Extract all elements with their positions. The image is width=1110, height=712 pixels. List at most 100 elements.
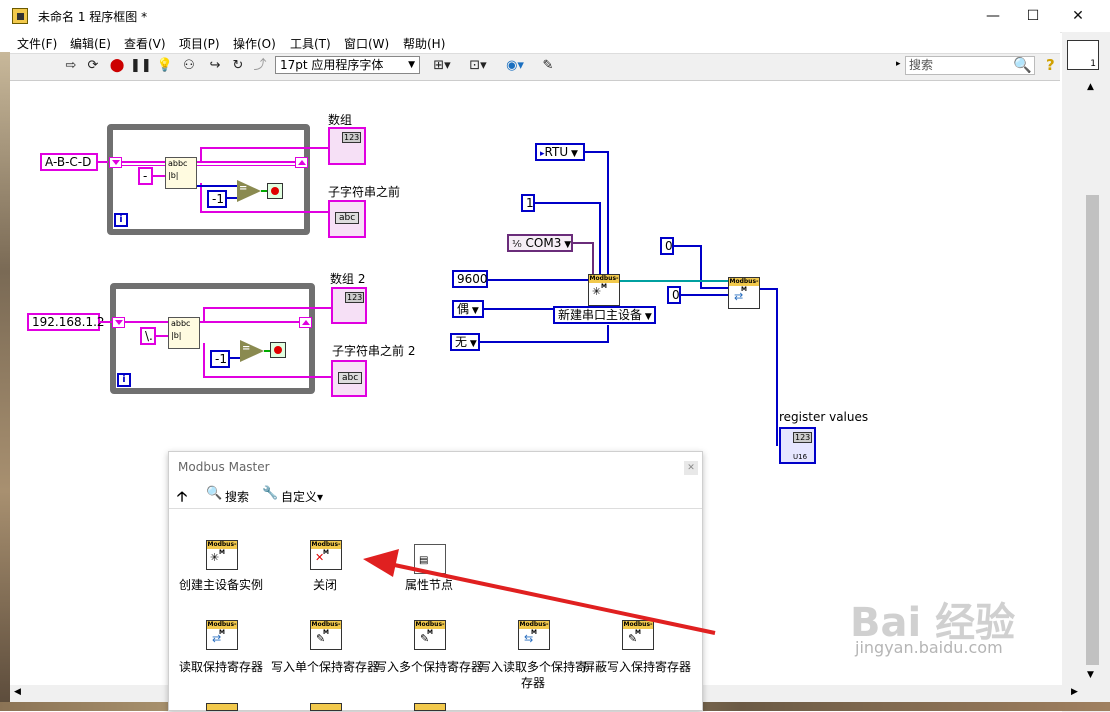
up-arrow-icon[interactable]: 🡡 bbox=[177, 489, 188, 505]
labview-app-icon[interactable] bbox=[12, 8, 28, 24]
visa-resource-com3[interactable]: ⅟₀ COM3 ▼ bbox=[507, 234, 573, 252]
minimize-button[interactable]: — bbox=[986, 8, 1000, 24]
maximize-button[interactable]: ☐ bbox=[1026, 8, 1040, 24]
match-pattern-node[interactable]: abbc |b| bbox=[165, 157, 197, 189]
create-master-node[interactable]: Modbus-M ✳ bbox=[588, 274, 620, 306]
menu-window[interactable]: 窗口(W) bbox=[344, 37, 390, 51]
menu-tools[interactable]: 工具(T) bbox=[290, 37, 331, 51]
string-constant-abcd[interactable]: A-B-C-D bbox=[40, 153, 98, 171]
property-node-icon: ▤ bbox=[419, 555, 429, 566]
align-objects-icon[interactable]: ⊞▾ bbox=[433, 58, 451, 73]
new-serial-master-selector[interactable]: 新建串口主设备 ▼ bbox=[553, 306, 656, 324]
palette-item-mask-write[interactable]: 屏蔽写入保持寄存器 bbox=[582, 660, 691, 674]
mode-ring-rtu[interactable]: ▸RTU ▼ bbox=[535, 143, 585, 161]
read-holding-palette-icon[interactable]: Modbus-M ⇄ bbox=[206, 620, 238, 650]
match-pattern-node[interactable]: abbc |b| bbox=[168, 317, 200, 349]
annotation-arrow bbox=[363, 549, 716, 635]
delimiter-constant[interactable]: - bbox=[138, 167, 153, 185]
read-holding-registers-node[interactable]: Modbus-M ⇄ bbox=[728, 277, 760, 309]
register-values-indicator[interactable]: 123 U16 bbox=[779, 427, 816, 464]
search-icon[interactable]: 🔍 bbox=[1013, 56, 1032, 74]
create-master-palette-icon[interactable]: Modbus-M ✳ bbox=[206, 540, 238, 570]
loop-2-iteration-terminal: i bbox=[117, 373, 131, 387]
flow-control-ring[interactable]: 无 ▼ bbox=[450, 333, 480, 351]
string-indicator-2[interactable]: abc bbox=[331, 360, 367, 397]
palette-close-icon[interactable]: ✕ bbox=[684, 461, 698, 475]
scroll-right-icon[interactable]: ▶ bbox=[1071, 687, 1078, 697]
help-icon[interactable]: ? bbox=[1046, 56, 1055, 74]
wire bbox=[607, 151, 609, 277]
read-write-multiple-palette-icon[interactable]: Modbus-M ⇆ bbox=[518, 620, 550, 650]
palette-next-row-icon[interactable] bbox=[414, 703, 446, 711]
array-indicator-1[interactable]: 123 bbox=[328, 127, 366, 165]
run-arrow-icon[interactable]: ⇨ bbox=[65, 58, 77, 73]
wire bbox=[585, 151, 608, 153]
menu-view[interactable]: 查看(V) bbox=[124, 37, 166, 51]
slave-address-constant[interactable]: 1 bbox=[521, 194, 535, 212]
close-button[interactable]: ✕ bbox=[1072, 8, 1084, 24]
equal-glyph: = bbox=[242, 343, 251, 354]
array-indicator-2[interactable]: 123 bbox=[331, 287, 367, 324]
menu-operate[interactable]: 操作(O) bbox=[233, 37, 276, 51]
equal-node[interactable] bbox=[237, 180, 261, 202]
palette-next-row-icon[interactable] bbox=[310, 703, 342, 711]
write-multiple-palette-icon[interactable]: Modbus-M ✎ bbox=[414, 620, 446, 650]
numeric-constant-neg1[interactable]: -1 bbox=[210, 350, 230, 368]
chevron-down-icon: ▼ bbox=[642, 312, 652, 322]
new-instance-icon: ✳ bbox=[592, 285, 602, 298]
menu-file[interactable]: 文件(F) bbox=[17, 37, 58, 51]
loop-1-iteration-terminal: i bbox=[114, 213, 128, 227]
quantity-constant[interactable]: 0 bbox=[667, 286, 681, 304]
step-out-icon[interactable]: ⤴ bbox=[253, 58, 267, 73]
menu-help[interactable]: 帮助(H) bbox=[403, 37, 446, 51]
start-address-constant[interactable]: 0 bbox=[660, 237, 674, 255]
numeric-constant-neg1[interactable]: -1 bbox=[207, 190, 227, 208]
search-icon[interactable]: 🔍 bbox=[206, 486, 223, 501]
palette-item-create-master[interactable]: 创建主设备实例 bbox=[178, 578, 263, 592]
delimiter-constant-dot[interactable]: \. bbox=[140, 327, 156, 345]
scroll-down-icon[interactable]: ▼ bbox=[1087, 670, 1094, 680]
step-into-icon[interactable]: ↪ bbox=[209, 58, 221, 73]
palette-item-property-node[interactable]: 属性节点 bbox=[404, 578, 453, 592]
indicator-label-substring: 子字符串之前 bbox=[328, 185, 401, 199]
search-input[interactable]: 搜索 bbox=[905, 56, 1035, 75]
palette-item-close[interactable]: 关闭 bbox=[312, 578, 337, 592]
palette-item-read-write-multiple[interactable]: 写入读取多个保持寄存器 bbox=[478, 660, 587, 690]
palette-item-write-multiple[interactable]: 写入多个保持寄存器 bbox=[374, 660, 483, 674]
step-over-icon[interactable]: ↻ bbox=[232, 58, 244, 73]
string-indicator-1[interactable]: abc bbox=[328, 200, 366, 238]
distribute-objects-icon[interactable]: ⊡▾ bbox=[469, 58, 487, 73]
scroll-up-icon[interactable]: ▲ bbox=[1087, 82, 1094, 92]
parity-value: 偶 bbox=[457, 302, 470, 316]
palette-item-read-holding[interactable]: 读取保持寄存器 bbox=[178, 660, 263, 674]
cleanup-diagram-icon[interactable]: ✎ bbox=[542, 58, 554, 73]
run-continuously-icon[interactable]: ⟳ bbox=[87, 58, 99, 73]
palette-next-row-icon[interactable] bbox=[206, 703, 238, 711]
chevron-down-icon: ▼ bbox=[568, 149, 578, 159]
palette-search-button[interactable]: 搜索 bbox=[225, 490, 250, 504]
scroll-left-icon[interactable]: ◀ bbox=[14, 687, 21, 697]
retain-wire-values-icon[interactable]: ⚇ bbox=[183, 58, 195, 73]
close-palette-icon[interactable]: Modbus-M ✕ bbox=[310, 540, 342, 570]
wrench-icon[interactable]: 🔧 bbox=[262, 486, 279, 501]
equal-node[interactable] bbox=[240, 340, 264, 362]
abort-icon[interactable]: ⬤ bbox=[109, 58, 125, 73]
vertical-scroll-thumb[interactable] bbox=[1086, 195, 1099, 665]
parity-ring[interactable]: 偶 ▼ bbox=[452, 300, 484, 318]
menu-project[interactable]: 项目(P) bbox=[179, 37, 220, 51]
palette-item-write-single[interactable]: 写入单个保持寄存器 bbox=[270, 660, 379, 674]
pause-icon[interactable]: ❚❚ bbox=[130, 58, 152, 73]
mask-write-palette-icon[interactable]: Modbus-M ✎ bbox=[622, 620, 654, 650]
reorder-icon[interactable]: ◉▾ bbox=[506, 58, 524, 73]
font-select[interactable]: 17pt 应用程序字体▼ bbox=[275, 56, 420, 74]
write-single-palette-icon[interactable]: Modbus-M ✎ bbox=[310, 620, 342, 650]
toolbar bbox=[10, 53, 1060, 81]
baud-rate-constant[interactable]: 9600 bbox=[452, 270, 488, 288]
for-loop-1[interactable] bbox=[107, 124, 310, 235]
menu-edit[interactable]: 编辑(E) bbox=[70, 37, 111, 51]
highlight-bulb-icon[interactable]: 💡 bbox=[156, 58, 174, 73]
vi-icon[interactable]: 1 bbox=[1067, 40, 1099, 70]
for-loop-2[interactable] bbox=[110, 283, 315, 394]
string-constant-ip[interactable]: 192.168.1.2 bbox=[27, 313, 105, 331]
palette-customize-button[interactable]: 自定义▾ bbox=[281, 490, 324, 504]
